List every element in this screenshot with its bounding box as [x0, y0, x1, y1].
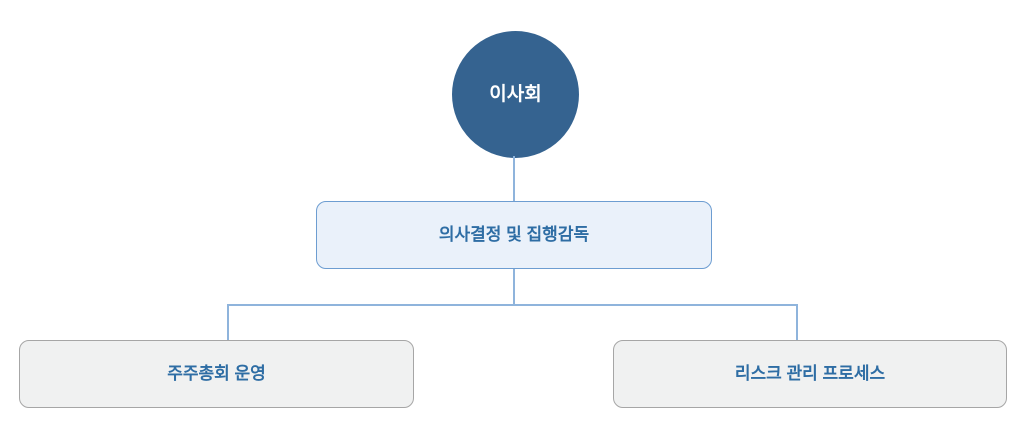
connector-supervision-down [513, 269, 515, 306]
connector-board-to-supervision [513, 156, 515, 202]
node-risk-box: 리스크 관리 프로세스 [613, 340, 1007, 408]
node-shareholders-box: 주주총회 운영 [19, 340, 414, 408]
node-supervision-label: 의사결정 및 집행감독 [438, 225, 590, 245]
node-shareholders-label: 주주총회 운영 [167, 364, 266, 384]
connector-drop-right [796, 304, 798, 341]
connector-drop-left [227, 304, 229, 341]
node-board-label: 이사회 [489, 83, 542, 105]
connector-branch-horizontal [227, 304, 798, 306]
node-board-circle: 이사회 [452, 31, 579, 158]
node-risk-label: 리스크 관리 프로세스 [734, 364, 886, 384]
node-supervision-box: 의사결정 및 집행감독 [316, 201, 712, 269]
